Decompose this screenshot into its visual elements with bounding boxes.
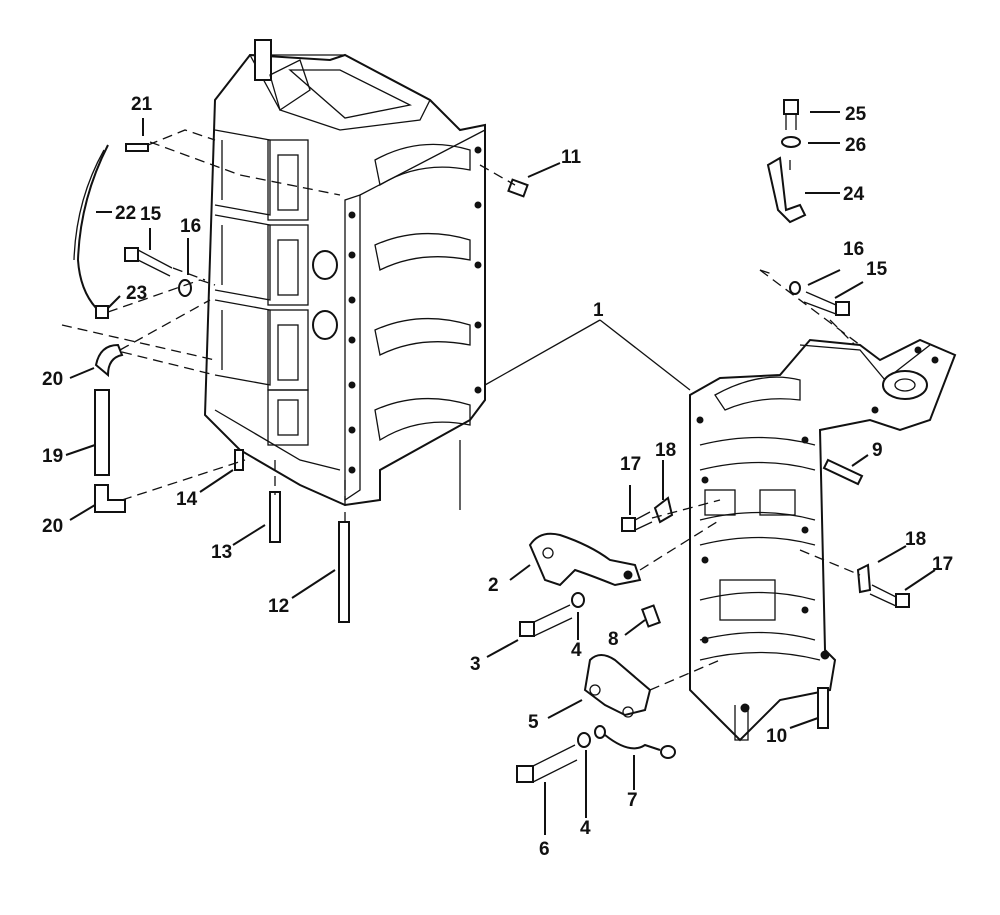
callout-14: 14 (176, 489, 198, 510)
callout-13: 13 (211, 542, 232, 563)
callout-19: 19 (42, 446, 63, 467)
washer-16b (789, 281, 801, 295)
bolt-25 (783, 99, 799, 130)
fitting-23 (95, 305, 109, 319)
cylinder-block (203, 39, 486, 510)
callout-5: 5 (528, 712, 539, 733)
callout-12: 12 (268, 596, 289, 617)
callout-20a: 20 (42, 369, 63, 390)
stud-10 (817, 687, 829, 729)
callout-11: 11 (561, 147, 582, 168)
bolt-17b (869, 584, 910, 608)
bolt-15b (803, 291, 850, 316)
crankcase-cover (689, 338, 957, 742)
elbow-20b (94, 484, 126, 513)
callout-18b: 18 (905, 529, 926, 550)
bolt-17a (621, 511, 653, 532)
washer-4a (571, 592, 585, 608)
callout-25: 25 (845, 104, 867, 125)
stud-9 (822, 458, 864, 486)
ground-wire-7 (594, 725, 676, 759)
washer-4b (577, 732, 591, 748)
hose-22 (76, 144, 109, 309)
callout-8: 8 (608, 629, 619, 650)
bolt-3 (519, 604, 573, 637)
callout-16a: 16 (180, 216, 201, 237)
callout-6: 6 (539, 839, 550, 860)
callout-7: 7 (627, 790, 638, 811)
callout-26: 26 (845, 135, 866, 156)
stud-14 (234, 449, 244, 471)
leader-lines (65, 111, 936, 835)
bolt-15a (124, 247, 173, 277)
callout-17a: 17 (620, 454, 641, 475)
callout-22: 22 (115, 203, 136, 224)
callout-23: 23 (126, 283, 147, 304)
callout-17b: 17 (932, 554, 953, 575)
callout-4a: 4 (571, 640, 582, 661)
elbow-20a (94, 343, 124, 378)
callout-24: 24 (843, 184, 865, 205)
callout-4b: 4 (580, 818, 591, 839)
callout-15a: 15 (140, 204, 162, 225)
callout-16b: 16 (843, 239, 864, 260)
washer-16a (178, 279, 192, 297)
callout-18a: 18 (655, 440, 676, 461)
washer-26 (781, 136, 801, 148)
callout-10: 10 (766, 726, 787, 747)
dowel-8 (641, 604, 661, 628)
callout-15b: 15 (866, 259, 888, 280)
callout-21: 21 (131, 94, 153, 115)
bolt-6 (516, 744, 578, 783)
lock-tab-18b (856, 563, 872, 594)
stud-13 (269, 491, 281, 543)
stud-12 (338, 521, 350, 623)
callout-1: 1 (593, 300, 604, 321)
callout-20b: 20 (42, 516, 63, 537)
bearing-cap-lower (583, 654, 652, 717)
assembly-lines (61, 129, 861, 691)
callout-2: 2 (488, 575, 499, 596)
check-valve-21 (125, 143, 149, 152)
bearing-cap-upper (528, 532, 642, 587)
hose-19 (94, 389, 110, 476)
lock-tab-18a (653, 496, 674, 524)
bracket-24 (766, 156, 807, 224)
callout-9: 9 (872, 440, 883, 461)
callout-3: 3 (470, 654, 481, 675)
